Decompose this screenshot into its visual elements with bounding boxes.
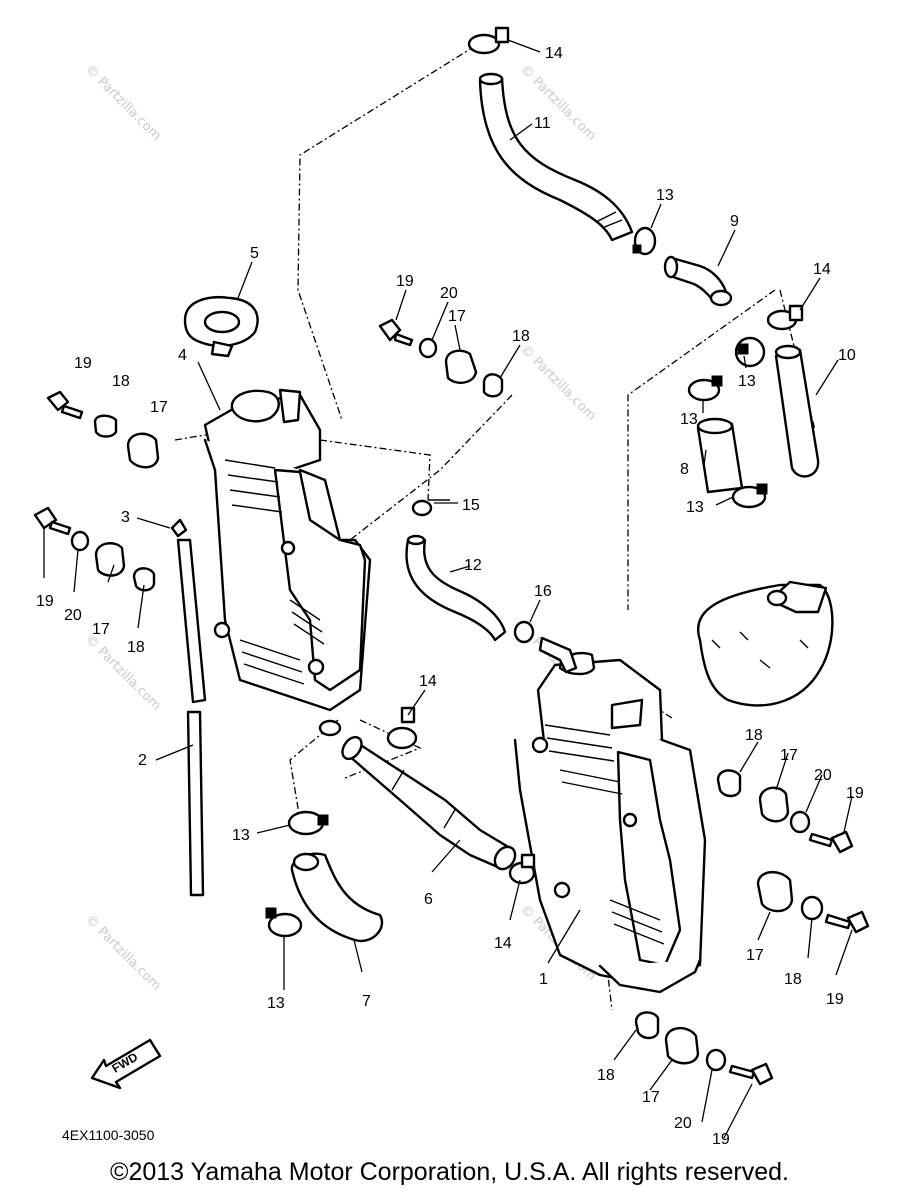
callout-18: 18 (512, 328, 530, 345)
watermark: © Partzilla.com (517, 342, 599, 424)
watermarks: © Partzilla.com © Partzilla.com © Partzi… (82, 62, 599, 994)
cylinder-head (697, 580, 834, 707)
callout-17: 17 (92, 621, 110, 638)
hose-fitting-clamp (513, 620, 578, 674)
leader-lines (43, 39, 853, 1139)
callout-17: 17 (448, 308, 466, 325)
callout-20: 20 (674, 1115, 692, 1132)
callout-8: 8 (680, 461, 689, 478)
upper-radiator-hose (478, 72, 634, 242)
callout-17: 17 (642, 1089, 660, 1106)
callout-20: 20 (814, 767, 832, 784)
callout-18: 18 (127, 639, 145, 656)
callout-20: 20 (440, 285, 458, 302)
short-hose (696, 417, 744, 494)
watermark: © Partzilla.com (82, 912, 164, 994)
mount-hardware-right-upper (716, 769, 854, 854)
callout-10: 10 (838, 347, 856, 364)
mount-hardware-upper (378, 318, 504, 398)
watermark: © Partzilla.com (82, 62, 164, 144)
callout-20: 20 (64, 607, 82, 624)
callout-18: 18 (784, 971, 802, 988)
callout-13: 13 (738, 373, 756, 390)
callout-13: 13 (680, 411, 698, 428)
callout-18: 18 (597, 1067, 615, 1084)
callout-5: 5 (250, 245, 259, 262)
callout-9: 9 (730, 213, 739, 230)
callout-4: 4 (178, 347, 187, 364)
callout-1: 1 (539, 971, 548, 988)
callout-19: 19 (826, 991, 844, 1008)
lower-straight-hose (341, 735, 517, 871)
callout-15: 15 (462, 497, 480, 514)
mount-hardware-left-upper (46, 390, 160, 469)
callout-16: 16 (534, 583, 552, 600)
middle-hose (405, 534, 507, 642)
callout-13: 13 (656, 187, 674, 204)
callout-2: 2 (138, 752, 147, 769)
mount-hardware-right-middle (756, 871, 870, 934)
callout-17: 17 (150, 399, 168, 416)
callout-14: 14 (813, 261, 831, 278)
diagram-code: 4EX1100-3050 (62, 1127, 155, 1143)
radiator-cap (183, 296, 259, 358)
callout-13: 13 (686, 499, 704, 516)
mount-hardware-left-lower (33, 506, 156, 592)
hose-clamp-top (467, 26, 510, 55)
callout-11: 11 (534, 115, 551, 132)
right-radiator (513, 651, 707, 994)
callout-14: 14 (545, 45, 563, 62)
callout-19: 19 (396, 273, 414, 290)
hose-right (774, 344, 820, 478)
mount-hardware-bottom (634, 1011, 774, 1086)
watermark: © Partzilla.com (517, 62, 599, 144)
callout-7: 7 (362, 993, 371, 1010)
breather-hose (170, 518, 207, 897)
left-radiator (203, 388, 372, 737)
lower-hose-clamps (265, 810, 329, 938)
callouts: 14 11 13 9 14 10 5 4 19 20 17 18 19 18 1… (36, 45, 864, 1148)
callout-19: 19 (846, 785, 864, 802)
callout-12: 12 (464, 557, 482, 574)
callout-17: 17 (780, 747, 798, 764)
callout-19: 19 (74, 355, 92, 372)
callout-3: 3 (121, 509, 130, 526)
callout-19: 19 (712, 1131, 730, 1148)
callout-6: 6 (424, 891, 433, 908)
small-clamp (411, 499, 450, 517)
hose-clamp-right (766, 304, 804, 331)
callout-18: 18 (112, 373, 130, 390)
watermark: © Partzilla.com (82, 632, 164, 714)
elbow-pipe (663, 255, 733, 307)
fwd-arrow: FWD (90, 1038, 162, 1090)
callout-17: 17 (746, 947, 764, 964)
hose-clamps-middle (687, 336, 768, 509)
callout-14: 14 (494, 935, 512, 952)
copyright-notice: ©2013 Yamaha Motor Corporation, U.S.A. A… (110, 1158, 789, 1186)
callout-19: 19 (36, 593, 54, 610)
callout-18: 18 (745, 727, 763, 744)
hose-clamp (632, 226, 657, 256)
curved-lower-hose (290, 852, 384, 943)
callout-13: 13 (232, 827, 250, 844)
callout-13: 13 (267, 995, 285, 1012)
callout-14: 14 (419, 673, 437, 690)
